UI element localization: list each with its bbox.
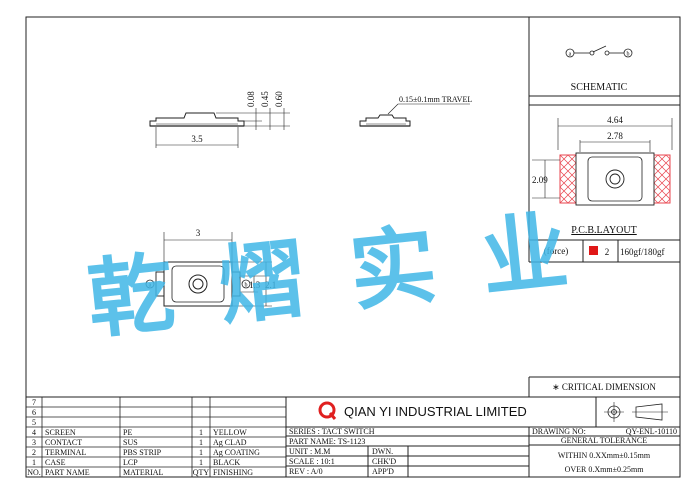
unit-text: UNIT : M.M [289,447,330,456]
force-color-box [589,246,598,255]
pcb-inner-dim: 2.78 [607,131,623,141]
bom-cell-no: 3 [32,438,36,447]
side-h3-dim: 0.60 [274,91,284,107]
bom-cell-no: 6 [32,408,36,417]
schematic-symbol: a b [565,45,633,58]
bom-header-part: PART NAME [45,468,90,477]
bom-cell-finish: YELLOW [213,428,247,437]
dwn-text: DWN. [372,447,393,456]
side-h2-dim: 0.45 [260,91,270,107]
top-b-label: b [245,283,248,289]
bom-cell-no: 7 [32,398,36,407]
pcb-layout: 4.64 2.78 2.09 [532,115,673,206]
bom-cell-finish: BLACK [213,458,240,467]
bom-cell-no: 5 [32,418,36,427]
sheet-border [25,16,681,478]
chkd-text: CHK'D [372,457,396,466]
bom-cell-part: CONTACT [45,438,82,447]
critical-dimension: ∗ CRITICAL DIMENSION [552,382,656,392]
bom-header-qty: QTY [193,468,210,477]
pcb-layout-title: P.C.B.LAYOUT [571,225,636,236]
bom-cell-material: SUS [123,438,138,447]
side-view: 3.5 0.08 0.45 0.60 [149,91,290,148]
watermark: 乾 熠 实 业 [83,201,581,352]
top-actuator [188,274,208,294]
drawing-no-label: DRAWING NO: [532,427,586,436]
company-logo [318,401,337,420]
top-h2-dim: 2.1 [265,280,276,290]
bom-cell-part: CASE [45,458,66,467]
side-h1-dim: 0.08 [246,91,256,107]
bom-cell-finish: Ag CLAD [213,438,247,447]
top-a-marker [145,279,155,289]
bom-cell-no: 2 [32,448,36,457]
rev-text: REV : A/0 [289,467,323,476]
bom-cell-part: TERMINAL [45,448,86,457]
force-label: (force) [544,246,568,256]
pcb-actuator [605,169,625,189]
pcb-height-dim: 2.09 [532,175,548,185]
bom-header-material: MATERIAL [123,468,164,477]
pcb-switch-body [575,152,655,206]
schematic-title: SCHEMATIC [571,82,628,93]
series-text: SERIES : TACT SWITCH [289,427,375,436]
general-tolerance: GENERAL TOLERANCE [561,436,647,445]
bom-header-no: NO. [27,468,41,477]
bom-cell-qty: 1 [199,438,203,447]
drawing-no-value: QY-ENL-10110 [626,427,677,436]
schematic-b-label: b [627,52,630,58]
travel-dim: 0.15±0.1mm TRAVEL [399,95,472,104]
top-switch-body [163,261,233,307]
bom-cell-material: PE [123,428,132,437]
appd-text: APP'D [372,467,394,476]
schematic-a-label: a [569,52,572,58]
company-name: QIAN YI INDUSTRIAL LIMITED [344,404,527,419]
bom-cell-qty: 1 [199,458,203,467]
bom-cell-qty: 1 [199,428,203,437]
part-name-text: PART NAME: TS-1123 [289,437,365,446]
bom-cell-material: PBS STRIP [123,448,162,457]
bom-cell-finish: Ag COATING [213,448,260,457]
scale-text: SCALE : 10:1 [289,457,335,466]
tolerance-over: OVER 0.Xmm±0.25mm [565,465,645,474]
side-width-dim: 3.5 [191,134,203,144]
projection-symbol-icon [604,402,668,422]
top-width-dim: 3 [196,228,201,238]
bom-cell-qty: 1 [199,448,203,457]
bom-cell-part: SCREEN [45,428,76,437]
pressed-view: 0.15±0.1mm TRAVEL [359,95,472,127]
force-value: 160gf/180gf [620,247,665,257]
top-a-label: a [149,283,152,289]
top-b-marker [241,279,251,289]
bom-header-finish: FINISHING [213,468,253,477]
bom-cell-no: 4 [32,428,36,437]
top-h1-dim: 1.3 [249,280,261,290]
force-code: 2 [605,247,610,257]
top-view: 3 a b 1.3 2.1 [145,228,276,307]
bom-cell-material: LCP [123,458,138,467]
bom-cell-no: 1 [32,458,36,467]
pcb-outer-dim: 4.64 [607,115,623,125]
tolerance-within: WITHIN 0.XXmm±0.15mm [558,451,651,460]
